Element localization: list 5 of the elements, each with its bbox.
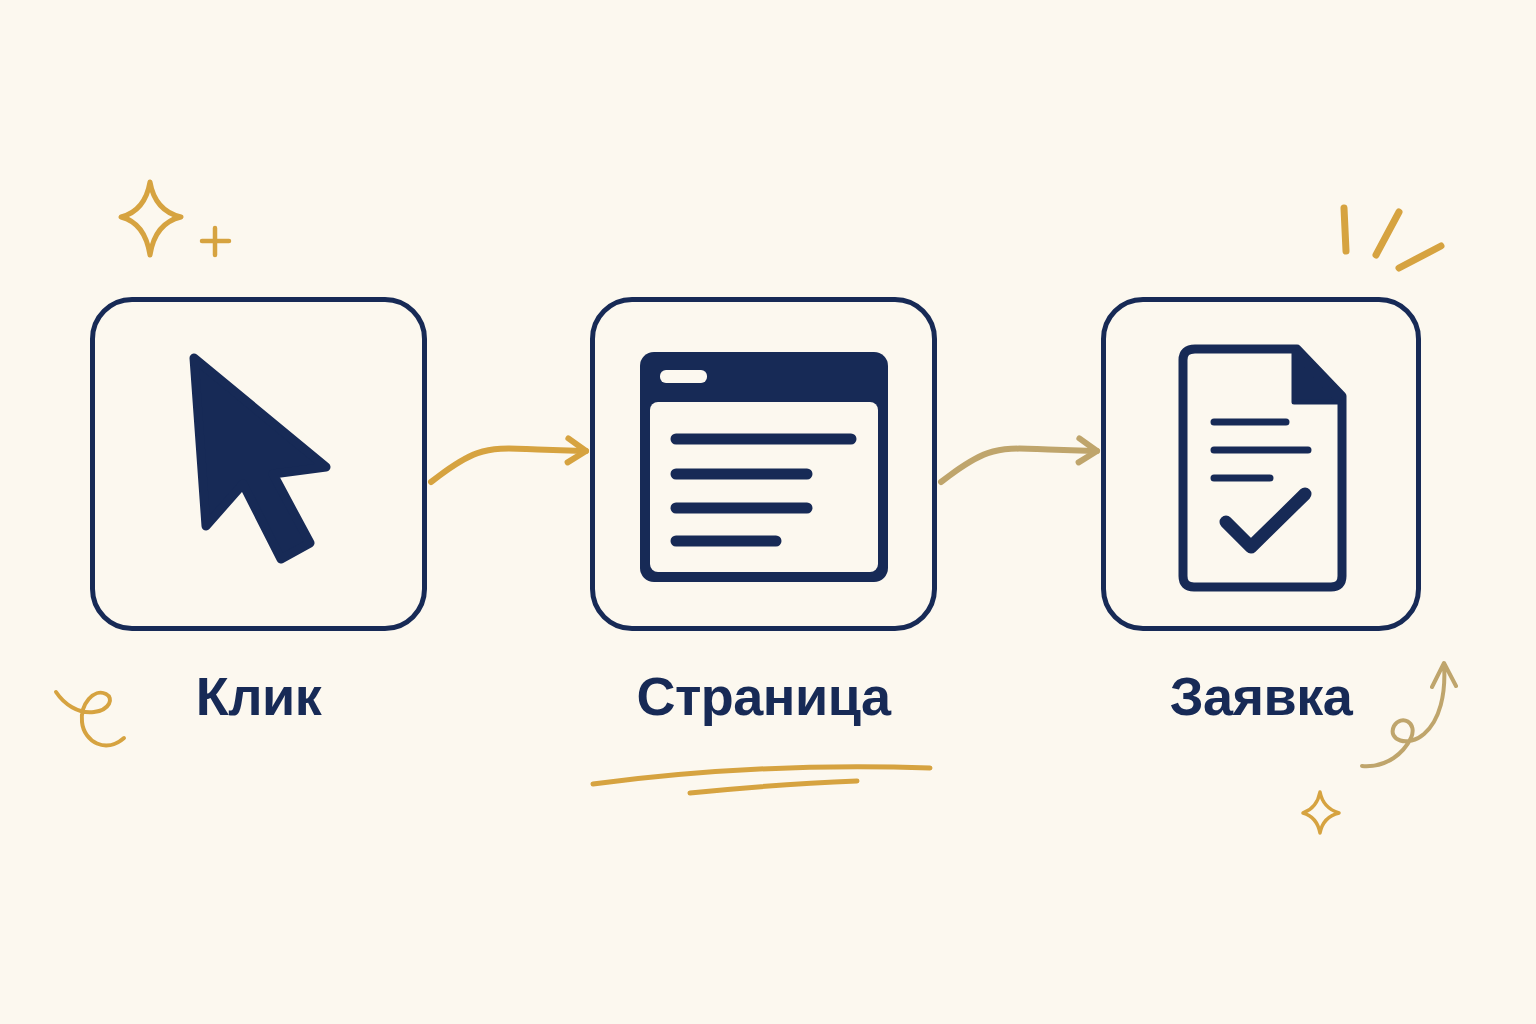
step-label: Клик — [195, 665, 322, 727]
step-label: Страница — [636, 665, 891, 727]
arrow — [938, 435, 1100, 485]
step-label: Заявка — [1169, 665, 1353, 727]
arrow — [428, 435, 589, 485]
